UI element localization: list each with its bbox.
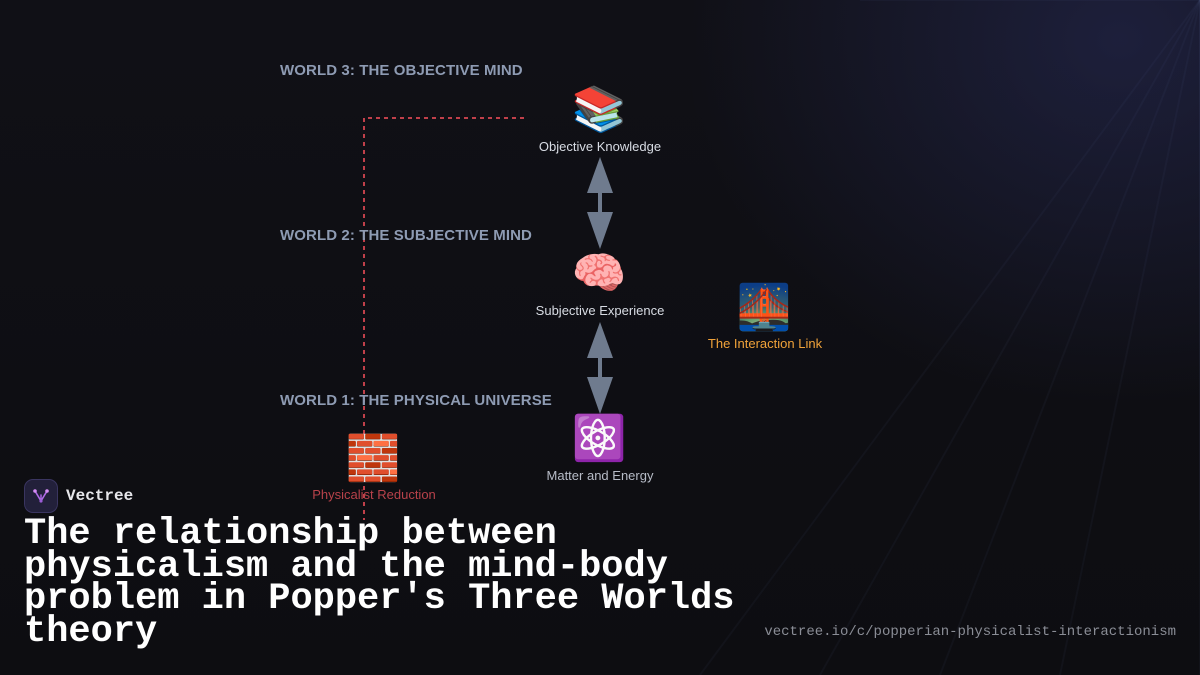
node-physicalist-reduction: 🧱 Physicalist Reduction [312,433,436,502]
brand[interactable]: Vectree [24,479,133,513]
interaction-link-label: The Interaction Link [708,336,823,351]
brain-icon: 🧠 [572,248,627,299]
matter-energy-label: Matter and Energy [547,468,654,483]
world-2-label: WORLD 2: THE SUBJECTIVE MIND [280,227,532,244]
node-subjective-experience: 🧠 Subjective Experience [536,248,665,318]
objective-knowledge-label: Objective Knowledge [539,139,661,154]
brand-name: Vectree [66,487,134,505]
node-objective-knowledge: 📚 Objective Knowledge [539,84,661,154]
world-1-label: WORLD 1: THE PHYSICAL UNIVERSE [280,392,552,409]
arrow-world3-world2 [587,157,613,249]
atom-icon: ⚛️ [572,413,627,464]
world-3-label: WORLD 3: THE OBJECTIVE MIND [280,62,523,79]
vectree-logo-icon [24,479,58,513]
source-url[interactable]: vectree.io/c/popperian-physicalist-inter… [764,624,1176,640]
page-title: The relationship between physicalism and… [24,513,735,653]
physicalist-reduction-path [363,117,524,520]
node-interaction-link: 🌉 The Interaction Link [708,282,823,351]
arrow-world2-world1 [587,322,613,414]
books-icon: 📚 [572,84,627,135]
subjective-experience-label: Subjective Experience [536,303,665,318]
physicalist-reduction-label: Physicalist Reduction [312,487,436,502]
brick-icon: 🧱 [346,433,401,484]
bridge-icon: 🌉 [737,282,792,333]
node-matter-energy: ⚛️ Matter and Energy [547,413,654,483]
